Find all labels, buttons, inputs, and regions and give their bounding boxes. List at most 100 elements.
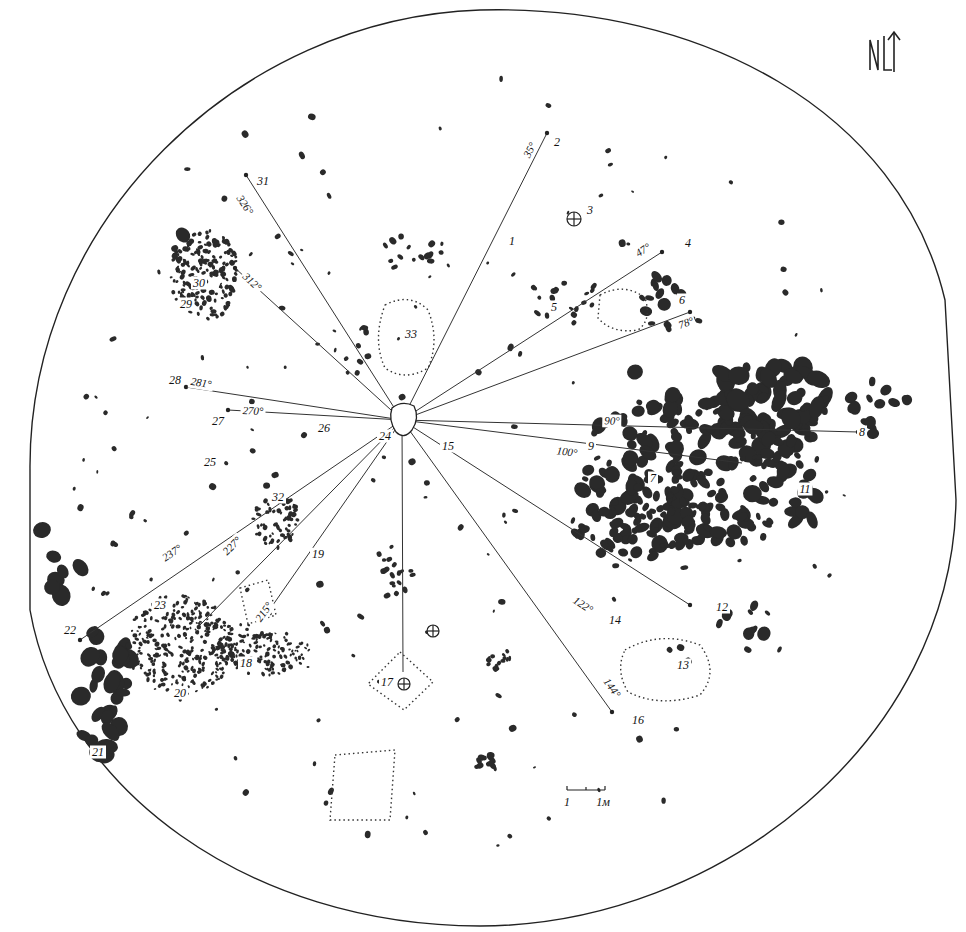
stone	[198, 668, 203, 672]
stone	[664, 155, 668, 159]
stone	[133, 618, 137, 621]
find-number: 26	[316, 422, 332, 435]
stone	[590, 282, 598, 291]
stone	[210, 646, 215, 650]
radial-line	[402, 252, 662, 420]
stone	[550, 287, 559, 295]
stone	[642, 472, 659, 486]
stone	[545, 102, 552, 109]
stone	[72, 486, 76, 491]
find-number: 5	[549, 301, 559, 314]
stone	[764, 610, 771, 617]
stone	[581, 475, 589, 482]
stone	[88, 678, 98, 694]
stone	[227, 625, 230, 628]
stone	[215, 667, 220, 671]
stone	[626, 502, 640, 518]
stone	[174, 637, 177, 641]
stone	[239, 639, 245, 644]
pit-outline	[368, 652, 433, 710]
stone	[655, 504, 665, 513]
stone	[173, 617, 176, 620]
stone	[645, 399, 661, 414]
stone	[241, 648, 245, 652]
stone	[240, 129, 250, 139]
stone	[218, 667, 223, 672]
stone	[161, 666, 165, 669]
stone	[639, 305, 653, 317]
stone	[319, 620, 326, 628]
crossed-circles	[398, 212, 581, 690]
find-number: 31	[255, 175, 271, 188]
stone	[680, 565, 689, 571]
stone	[180, 292, 183, 296]
radial-line	[402, 420, 403, 672]
stone	[267, 667, 273, 672]
stone	[635, 735, 644, 744]
stone	[281, 667, 287, 673]
find-number: 22	[62, 624, 78, 637]
stone	[493, 765, 498, 771]
stone	[382, 565, 390, 573]
stone	[751, 454, 758, 460]
stone	[215, 671, 218, 674]
stone	[626, 242, 631, 246]
stone	[356, 613, 365, 621]
stone	[160, 627, 165, 631]
stone	[609, 506, 616, 512]
stone	[246, 365, 249, 369]
stone	[389, 571, 396, 579]
stone	[185, 597, 189, 601]
stone	[739, 455, 747, 462]
stone	[190, 665, 194, 670]
stone	[180, 288, 185, 291]
stone	[200, 263, 203, 267]
stone	[211, 254, 216, 259]
stone	[873, 398, 886, 410]
stone	[216, 640, 222, 646]
angle-label: 312°	[238, 269, 265, 295]
stone	[111, 445, 118, 452]
scale-bar	[567, 786, 605, 790]
radial-line	[402, 420, 742, 463]
stone	[205, 316, 210, 321]
stone	[251, 517, 255, 520]
stone	[275, 524, 280, 531]
stone	[327, 271, 331, 275]
stone	[161, 643, 168, 649]
stone	[409, 572, 416, 578]
stone	[161, 643, 166, 648]
angle-label: 227°	[219, 533, 246, 560]
find-number: 4	[683, 237, 693, 250]
stone	[412, 791, 416, 795]
stone	[495, 692, 503, 699]
stone	[272, 648, 276, 652]
stone	[826, 572, 832, 578]
stone	[423, 251, 433, 261]
stone	[388, 258, 394, 263]
stone	[221, 297, 224, 299]
stone	[423, 496, 427, 499]
stone	[139, 652, 143, 655]
stone	[193, 606, 199, 612]
stone	[593, 455, 601, 462]
stone	[229, 633, 233, 636]
stone	[358, 325, 363, 331]
stone	[498, 599, 506, 605]
stone	[198, 241, 202, 244]
stone	[661, 275, 672, 287]
stone	[45, 549, 63, 565]
stone	[256, 658, 261, 663]
stone	[511, 424, 518, 429]
stone	[227, 637, 232, 642]
stone	[295, 645, 300, 649]
stone	[215, 292, 218, 295]
stone	[298, 655, 302, 659]
stone	[748, 474, 757, 483]
stone	[234, 255, 238, 259]
stone	[602, 464, 622, 484]
stone	[385, 556, 393, 563]
stone	[661, 798, 665, 804]
stone	[595, 487, 605, 499]
stone	[343, 356, 350, 362]
